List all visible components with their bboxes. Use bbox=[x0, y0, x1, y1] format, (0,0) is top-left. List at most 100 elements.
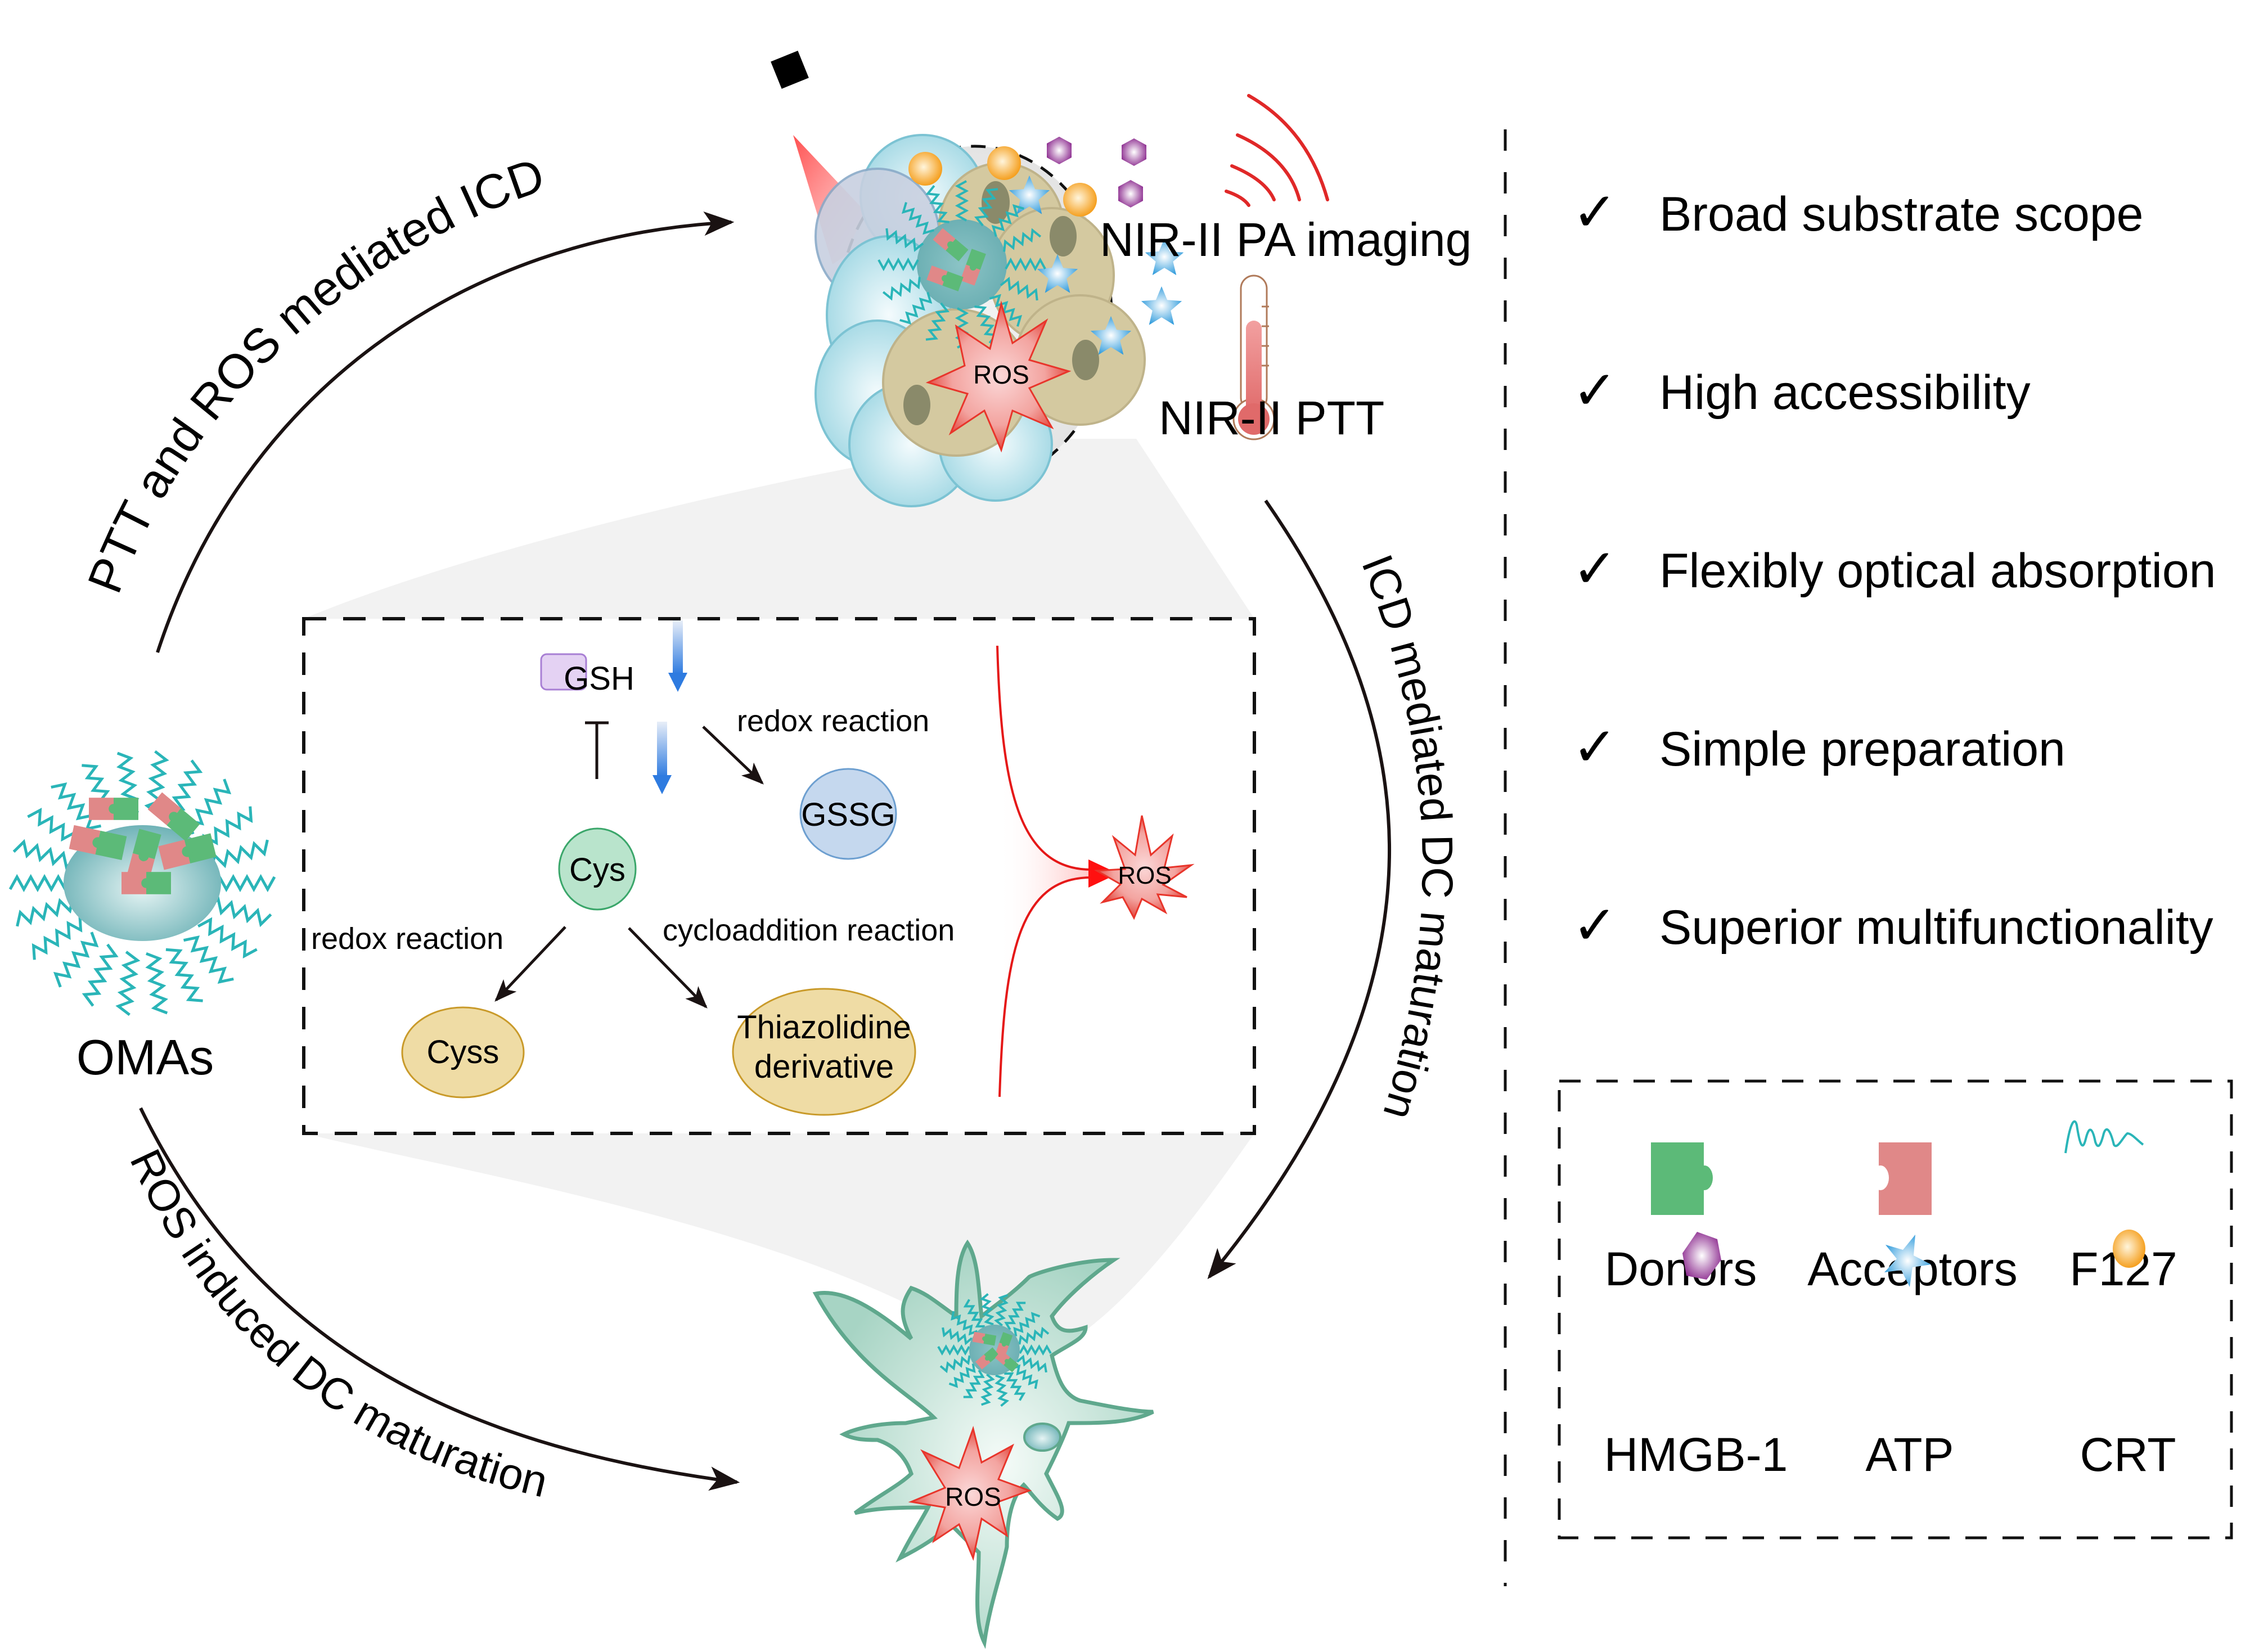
thiazolidine-label-line2: derivative bbox=[754, 1048, 894, 1085]
atp-star bbox=[1090, 316, 1132, 355]
f127-chain bbox=[994, 1374, 1010, 1407]
checkmark-icon: ✓ bbox=[1572, 715, 1617, 778]
f127-chain bbox=[145, 952, 169, 1015]
cyss-node bbox=[401, 1006, 525, 1099]
f127-chain bbox=[963, 1299, 985, 1328]
atp-star bbox=[1145, 238, 1184, 276]
arrow-bottom-label: ROS induced DC maturation bbox=[120, 1142, 552, 1507]
f127-chain bbox=[1003, 228, 1042, 252]
redox-reaction-top-label: redox reaction bbox=[737, 704, 929, 738]
legend-crt-label: CRT bbox=[2080, 1428, 2176, 1481]
gsh-node bbox=[540, 653, 587, 691]
f127-chain bbox=[1019, 1344, 1052, 1356]
f127-chain bbox=[878, 257, 919, 272]
omas-label: OMAs bbox=[76, 1029, 214, 1085]
feature-item: ✓ Flexibly optical absorption bbox=[1572, 537, 2216, 600]
f127-chain bbox=[183, 935, 234, 984]
arrow-cys-to-cyss bbox=[494, 926, 566, 1002]
legend-box bbox=[1558, 1079, 2233, 1540]
zoom-wedge-bottom bbox=[304, 1133, 1254, 1367]
features-list: ✓Broad substrate scope ✓High accessibilit… bbox=[1572, 181, 2216, 957]
f127-chain bbox=[1005, 257, 1046, 272]
f127-chain bbox=[974, 305, 998, 344]
f127-chain bbox=[53, 931, 99, 988]
thiazolidine-label-line1: Thiazolidine bbox=[737, 1009, 911, 1046]
arrow-bottom-curve bbox=[139, 1107, 740, 1491]
checkmark-icon: ✓ bbox=[1572, 894, 1617, 957]
f127-chain bbox=[12, 839, 78, 870]
f127-chain bbox=[974, 188, 998, 227]
f127-chain bbox=[1016, 1354, 1047, 1373]
f127-chain bbox=[899, 291, 933, 325]
feature-label: Flexibly optical absorption bbox=[1659, 544, 2216, 598]
f127-chain bbox=[1013, 1312, 1041, 1337]
gsh-label: GSH bbox=[564, 660, 634, 697]
f127-chain bbox=[1000, 276, 1038, 301]
feature-item: ✓High accessibility bbox=[1572, 359, 2031, 422]
f127-chain bbox=[211, 874, 276, 893]
feature-label: Simple preparation bbox=[1659, 722, 2066, 776]
redox-reaction-left-label: redox reaction bbox=[311, 922, 503, 956]
f127-chain bbox=[82, 943, 119, 1007]
f127-chain bbox=[165, 948, 203, 1002]
legend-acceptor-icon bbox=[1872, 1142, 1932, 1215]
cyss-label: Cyss bbox=[427, 1034, 500, 1070]
arrow-top-curve bbox=[156, 211, 735, 653]
f127-chain bbox=[8, 874, 74, 893]
checkmark-icon: ✓ bbox=[1572, 359, 1617, 422]
tumor-ros-label: ROS bbox=[973, 360, 1029, 389]
f127-chain bbox=[207, 896, 272, 928]
f127-chain bbox=[925, 184, 950, 223]
f127-chain bbox=[197, 917, 258, 959]
tumor-region bbox=[814, 134, 1184, 507]
arrow-top-label: PTT and ROS mediated ICD bbox=[78, 148, 551, 600]
cycloaddition-reaction-label: cycloaddition reaction bbox=[663, 913, 955, 947]
dc-ros-burst bbox=[908, 1425, 1032, 1561]
legend-f127-icon bbox=[2064, 1120, 2144, 1154]
atp-star bbox=[1141, 286, 1182, 325]
dc-ros-label: ROS bbox=[945, 1482, 1001, 1511]
f127-chain bbox=[885, 228, 924, 253]
feature-item: ✓Superior multifunctionality bbox=[1572, 894, 2213, 957]
legend-hmgb1-label: HMGB-1 bbox=[1604, 1428, 1788, 1481]
omas-nanoparticle bbox=[8, 750, 276, 1016]
arrow-right-curve bbox=[1207, 499, 1392, 1280]
legend-atp-icon bbox=[1884, 1235, 1931, 1287]
zoom-wedge-top bbox=[304, 439, 1254, 619]
cys-node bbox=[558, 827, 637, 911]
f127-chain bbox=[937, 1344, 970, 1356]
pa-imaging-label: NIR-II PA imaging bbox=[1100, 213, 1472, 266]
checkmark-icon: ✓ bbox=[1572, 181, 1617, 244]
feature-item: ✓Broad substrate scope bbox=[1572, 181, 2144, 244]
mechanism-ros-label: ROS bbox=[1118, 862, 1171, 889]
thermometer-icon bbox=[1232, 274, 1275, 440]
f127-chain bbox=[1004, 1302, 1026, 1331]
arrow-right-label: ICD mediated DC maturation bbox=[1352, 548, 1462, 1125]
f127-chain bbox=[979, 1293, 994, 1326]
feature-item: ✓ Simple preparation bbox=[1572, 715, 2066, 778]
f127-chain bbox=[942, 1327, 973, 1345]
f127-chain bbox=[980, 1373, 995, 1406]
legend-donor-icon bbox=[1651, 1142, 1713, 1215]
f127-chain bbox=[32, 916, 83, 960]
inhibit-cys-gsh bbox=[585, 721, 609, 779]
arrow-cys-to-thiazolidine bbox=[628, 927, 708, 1009]
f127-chain bbox=[963, 1369, 985, 1398]
pa-signal-icon bbox=[1225, 94, 1329, 207]
blue-decrease-arrow-top bbox=[668, 620, 687, 692]
blue-decrease-arrow-mid bbox=[652, 722, 672, 794]
gssg-label: GSSG bbox=[801, 796, 896, 833]
f127-chain bbox=[991, 204, 1024, 237]
f127-chain bbox=[955, 180, 969, 222]
atp-star bbox=[1037, 254, 1078, 293]
f127-chain bbox=[115, 951, 141, 1016]
checkmark-icon: ✓ bbox=[1572, 537, 1617, 600]
f127-chain bbox=[882, 277, 921, 301]
f127-chain bbox=[1004, 1372, 1026, 1401]
atp-star bbox=[1009, 175, 1050, 214]
thiazolidine-node bbox=[732, 988, 916, 1116]
legend-donors-label: Donors bbox=[1605, 1243, 1757, 1295]
legend-crt-icon bbox=[2113, 1230, 2145, 1268]
ptt-label: NIR-II PTT bbox=[1159, 391, 1384, 444]
tumor-ros-burst bbox=[925, 300, 1072, 453]
